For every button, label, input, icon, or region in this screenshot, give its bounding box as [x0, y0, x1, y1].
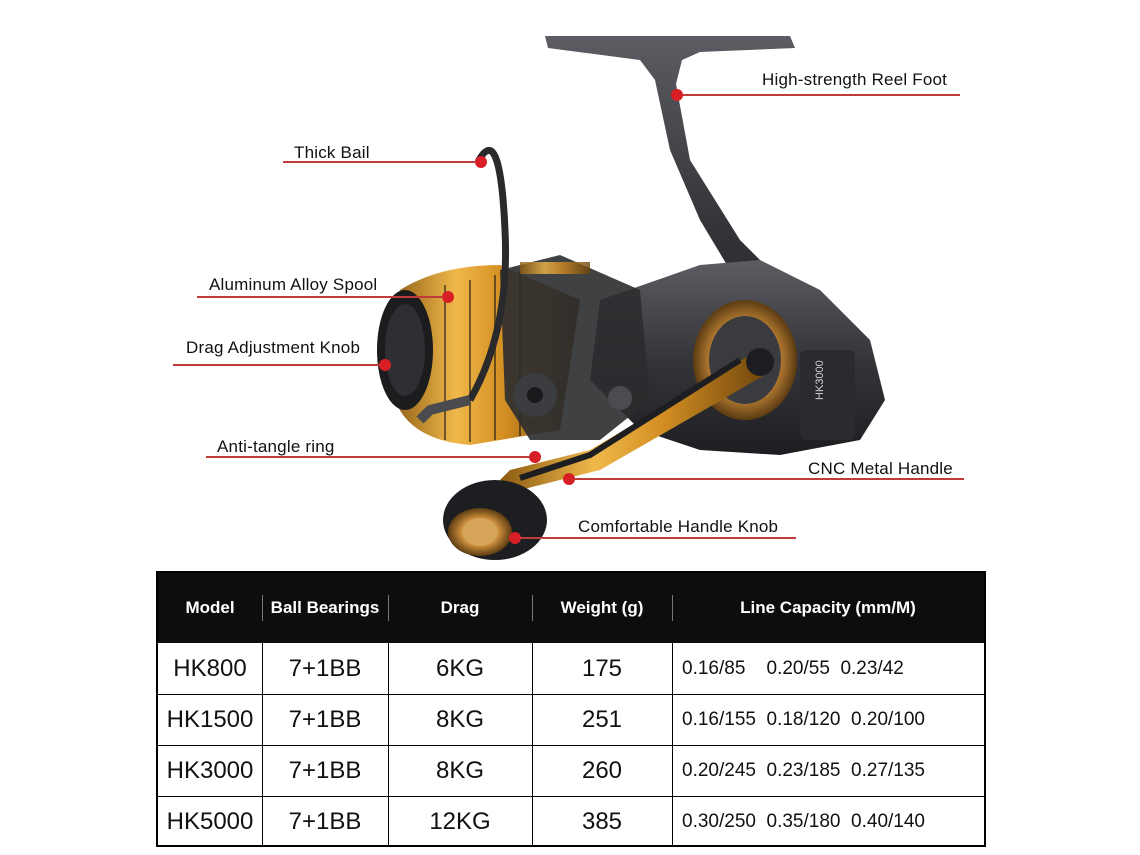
table-row: HK5000 7+1BB 12KG 385 0.30/250 0.35/180 … — [158, 796, 984, 847]
cell-weight: 175 — [581, 655, 623, 682]
dot-handle-knob — [509, 532, 521, 544]
cell-ball-bearings: 7+1BB — [288, 808, 362, 835]
cell-line-capacity: 0.16/85 0.20/55 0.23/42 — [682, 658, 904, 679]
spec-table: Model Ball Bearings Drag Weight (g) Line… — [156, 571, 986, 847]
cell-drag: 8KG — [435, 706, 485, 733]
table-header: Model Ball Bearings Drag Weight (g) Line… — [158, 573, 984, 643]
handle-arm — [500, 355, 770, 490]
dot-anti-tangle — [529, 451, 541, 463]
callout-thick-bail: Thick Bail — [294, 143, 370, 162]
dot-spool — [442, 291, 454, 303]
dot-thick-bail — [475, 156, 487, 168]
header-model: Model — [185, 598, 235, 617]
cell-model: HK1500 — [166, 706, 254, 733]
header-weight: Weight (g) — [560, 598, 644, 617]
leader-spool — [197, 296, 443, 298]
header-drag: Drag — [440, 598, 480, 617]
cell-drag: 6KG — [435, 655, 485, 682]
cell-ball-bearings: 7+1BB — [288, 706, 362, 733]
cell-line-capacity: 0.20/245 0.23/185 0.27/135 — [682, 760, 925, 781]
callout-anti-tangle: Anti-tangle ring — [217, 437, 335, 456]
callout-handle-knob: Comfortable Handle Knob — [578, 517, 779, 536]
reel-model-label: HK3000 — [814, 360, 826, 400]
cell-weight: 385 — [581, 808, 623, 835]
cell-weight: 260 — [581, 757, 623, 784]
dot-reel-foot — [671, 89, 683, 101]
cell-drag: 8KG — [435, 757, 485, 784]
cell-model: HK3000 — [166, 757, 254, 784]
leader-handle-knob — [520, 537, 796, 539]
fishing-reel-image: HK3000 — [377, 36, 885, 560]
callout-spool: Aluminum Alloy Spool — [209, 275, 378, 294]
cell-ball-bearings: 7+1BB — [288, 757, 362, 784]
dot-drag-knob — [379, 359, 391, 371]
cell-model: HK5000 — [166, 808, 254, 835]
header-ball-bearings: Ball Bearings — [270, 598, 380, 617]
table-row: HK1500 7+1BB 8KG 251 0.16/155 0.18/120 0… — [158, 694, 984, 745]
leader-reel-foot — [683, 94, 960, 96]
bail-wire — [466, 147, 510, 402]
dot-handle — [563, 473, 575, 485]
leader-handle — [574, 478, 964, 480]
table-row: HK3000 7+1BB 8KG 260 0.20/245 0.23/185 0… — [158, 745, 984, 796]
callout-handle: CNC Metal Handle — [808, 459, 953, 478]
callout-reel-foot: High-strength Reel Foot — [762, 70, 948, 89]
cell-line-capacity: 0.30/250 0.35/180 0.40/140 — [682, 811, 925, 832]
reel-side-plate — [800, 350, 855, 440]
header-line-capacity: Line Capacity (mm/M) — [740, 598, 916, 617]
cell-model: HK800 — [173, 655, 247, 682]
cell-drag: 12KG — [429, 808, 491, 835]
callout-drag-knob: Drag Adjustment Knob — [186, 338, 361, 357]
cell-line-capacity: 0.16/155 0.18/120 0.20/100 — [682, 709, 925, 730]
leader-thick-bail — [283, 161, 476, 163]
cell-ball-bearings: 7+1BB — [288, 655, 362, 682]
table-row: HK800 7+1BB 6KG 175 0.16/85 0.20/55 0.23… — [158, 643, 984, 694]
leader-drag-knob — [173, 364, 380, 366]
cell-weight: 251 — [581, 706, 623, 733]
leader-anti-tangle — [206, 456, 530, 458]
